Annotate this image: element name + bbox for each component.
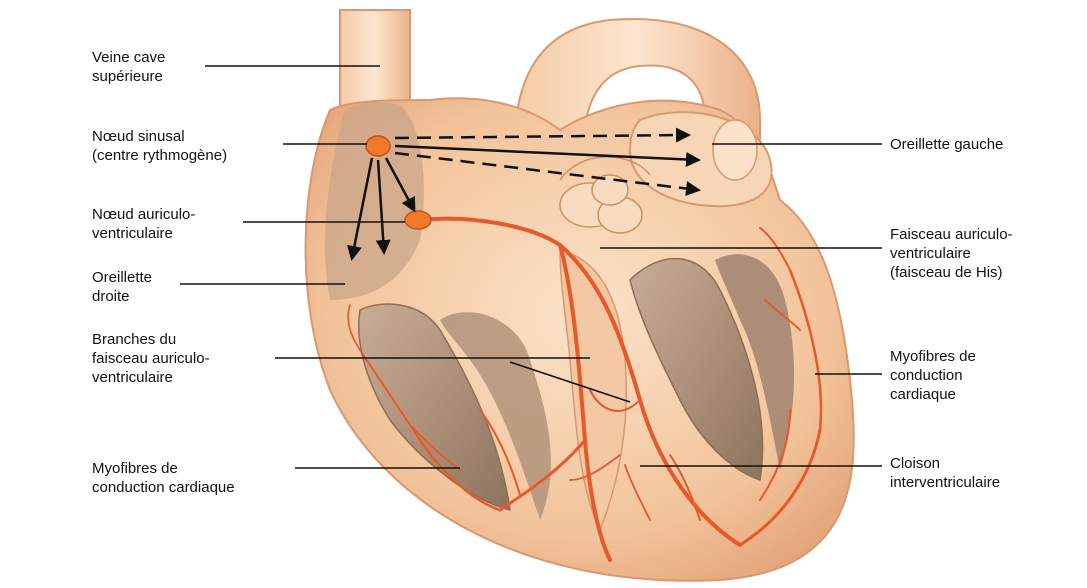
label-oreillette-droite: Oreillette droite bbox=[92, 268, 152, 306]
label-noeud-av-line1: Nœud auriculo- bbox=[92, 205, 195, 224]
label-cloison: Cloison interventriculaire bbox=[890, 454, 1000, 492]
label-noeud-sinusal-line1: Nœud sinusal bbox=[92, 127, 227, 146]
label-myofibres-right-line3: cardiaque bbox=[890, 385, 976, 404]
pulmonary-vein-opening bbox=[713, 120, 757, 180]
av-node bbox=[405, 211, 431, 229]
label-branches-line2: faisceau auriculo- bbox=[92, 349, 210, 368]
label-myofibres-right: Myofibres de conduction cardiaque bbox=[890, 347, 976, 404]
label-oreillette-droite-line2: droite bbox=[92, 287, 152, 306]
label-noeud-av: Nœud auriculo- ventriculaire bbox=[92, 205, 195, 243]
label-branches: Branches du faisceau auriculo- ventricul… bbox=[92, 330, 210, 387]
label-noeud-av-line2: ventriculaire bbox=[92, 224, 195, 243]
sinoatrial-node bbox=[366, 136, 390, 156]
label-myofibres-left-line2: conduction cardiaque bbox=[92, 478, 235, 497]
label-branches-line1: Branches du bbox=[92, 330, 210, 349]
label-myofibres-right-line2: conduction bbox=[890, 366, 976, 385]
label-veine-cave-line2: supérieure bbox=[92, 67, 165, 86]
label-cloison-line1: Cloison bbox=[890, 454, 1000, 473]
label-oreillette-droite-line1: Oreillette bbox=[92, 268, 152, 287]
label-cloison-line2: interventriculaire bbox=[890, 473, 1000, 492]
label-noeud-sinusal-line2: (centre rythmogène) bbox=[92, 146, 227, 165]
label-myofibres-right-line1: Myofibres de bbox=[890, 347, 976, 366]
label-oreillette-gauche-line1: Oreillette gauche bbox=[890, 135, 1003, 154]
label-veine-cave-line1: Veine cave bbox=[92, 48, 165, 67]
label-faisceau-his-line2: ventriculaire bbox=[890, 244, 1013, 263]
label-noeud-sinusal: Nœud sinusal (centre rythmogène) bbox=[92, 127, 227, 165]
label-branches-line3: ventriculaire bbox=[92, 368, 210, 387]
label-oreillette-gauche: Oreillette gauche bbox=[890, 135, 1003, 154]
label-veine-cave: Veine cave supérieure bbox=[92, 48, 165, 86]
label-faisceau-his: Faisceau auriculo- ventriculaire (faisce… bbox=[890, 225, 1013, 282]
label-faisceau-his-line3: (faisceau de His) bbox=[890, 263, 1013, 282]
label-myofibres-left-line1: Myofibres de bbox=[92, 459, 235, 478]
label-myofibres-left: Myofibres de conduction cardiaque bbox=[92, 459, 235, 497]
label-faisceau-his-line1: Faisceau auriculo- bbox=[890, 225, 1013, 244]
